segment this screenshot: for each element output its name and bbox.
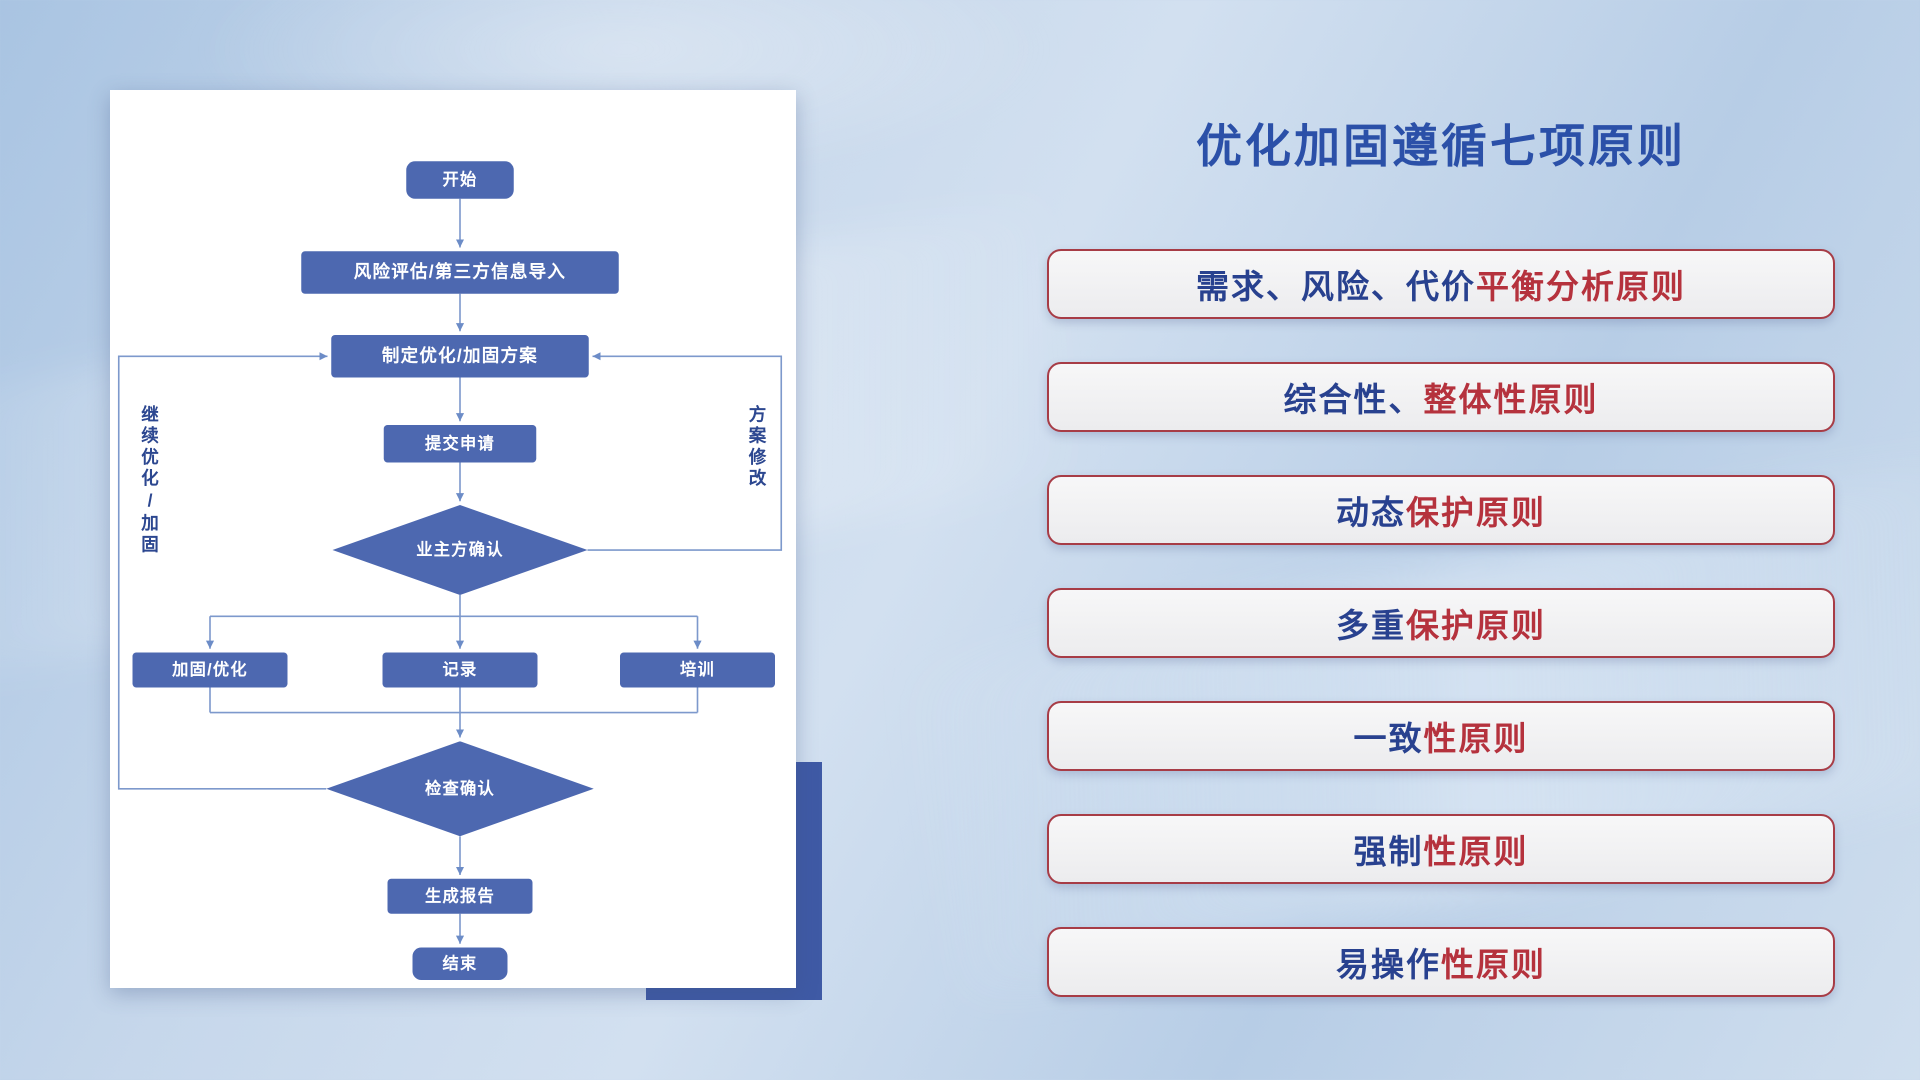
flow-node-report: 生成报告	[387, 878, 533, 914]
principle-pill-7: 易操作性原则	[1047, 927, 1835, 997]
principle-pill-5: 一致性原则	[1047, 701, 1835, 771]
principles-list: 需求、风险、代价平衡分析原则 综合性、整体性原则 动态保护原则 多重保护原则 一…	[1047, 249, 1835, 997]
principle-text-navy: 多重	[1336, 607, 1406, 644]
principle-text-red: 平衡分析原则	[1476, 268, 1686, 305]
principle-pill-4: 多重保护原则	[1047, 588, 1835, 658]
principle-text-red: 性原则	[1441, 946, 1546, 983]
flow-node-start: 开始	[406, 161, 514, 199]
principle-pill-2: 综合性、整体性原则	[1047, 362, 1835, 432]
principle-text-navy: 需求、风险、代价	[1196, 268, 1476, 305]
principles-panel: 优化加固遵循七项原则 需求、风险、代价平衡分析原则 综合性、整体性原则 动态保护…	[1047, 118, 1835, 1040]
flow-label-continue-optimize: 继续优化/加固	[140, 405, 160, 557]
flow-node-end: 结束	[412, 947, 508, 980]
flow-node-training: 培训	[620, 652, 775, 688]
principle-text-navy: 一致	[1353, 720, 1424, 757]
principle-text-red: 保护原则	[1406, 494, 1546, 531]
principle-pill-3: 动态保护原则	[1047, 475, 1835, 545]
principle-text-red: 性原则	[1423, 833, 1529, 870]
flow-node-make-plan: 制定优化/加固方案	[331, 335, 589, 378]
principle-text-navy: 综合性、	[1283, 381, 1424, 418]
flowchart: 开始 风险评估/第三方信息导入 制定优化/加固方案 提交申请 业主方确认 加固/…	[110, 90, 796, 988]
principle-text-navy: 易操作	[1336, 946, 1441, 983]
flow-node-submit: 提交申请	[383, 425, 537, 463]
flow-node-risk-import: 风险评估/第三方信息导入	[301, 251, 619, 294]
principle-text-red: 整体性原则	[1423, 381, 1599, 418]
flow-label-plan-modify: 方案修改	[747, 405, 768, 490]
principle-text-navy: 强制	[1353, 833, 1424, 870]
panel-title: 优化加固遵循七项原则	[1196, 120, 1686, 172]
flow-connectors	[117, 198, 783, 944]
principle-text-navy: 动态	[1336, 494, 1406, 531]
principle-text-red: 性原则	[1423, 720, 1529, 757]
flowchart-card: 开始 风险评估/第三方信息导入 制定优化/加固方案 提交申请 业主方确认 加固/…	[110, 90, 796, 988]
flow-node-reinforce: 加固/优化	[132, 652, 288, 688]
principle-text-red: 保护原则	[1406, 607, 1546, 644]
principle-pill-1: 需求、风险、代价平衡分析原则	[1047, 249, 1835, 319]
flow-node-record: 记录	[382, 652, 538, 688]
principle-pill-6: 强制性原则	[1047, 814, 1835, 884]
